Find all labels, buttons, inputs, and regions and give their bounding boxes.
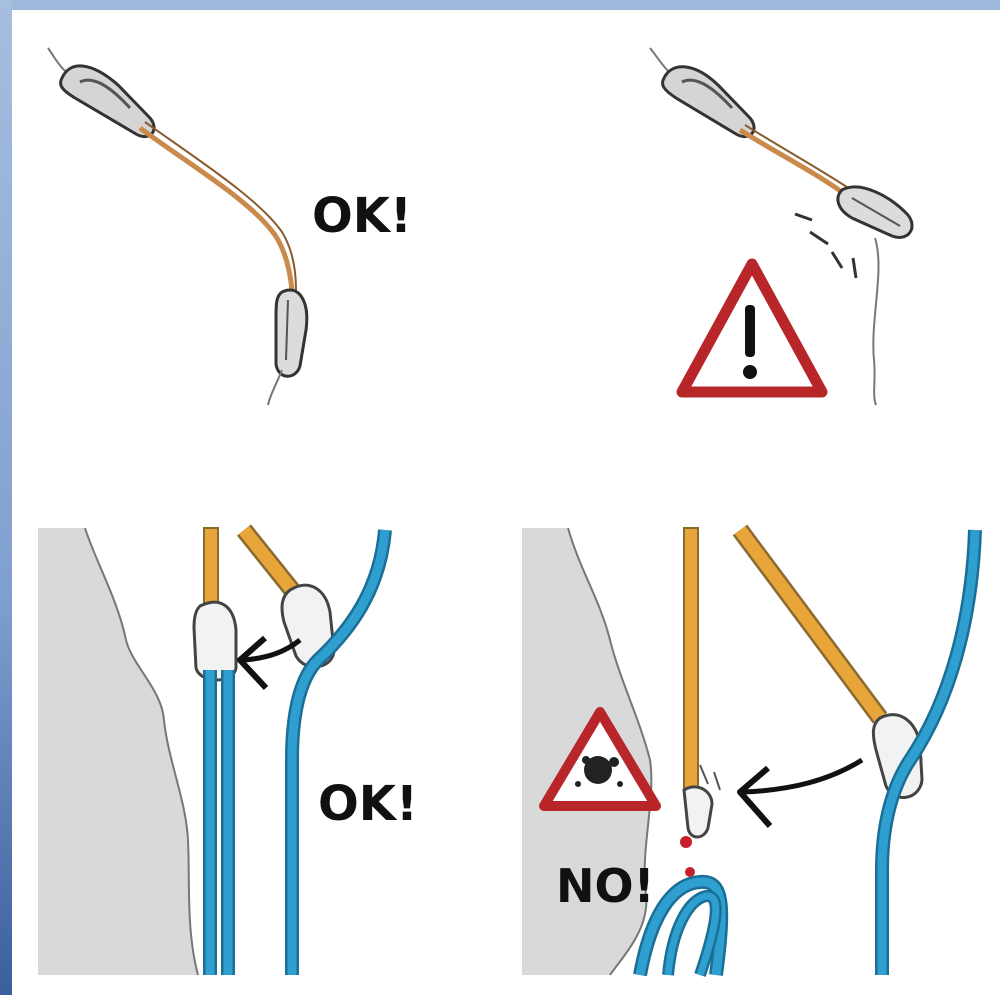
panel-bottom-left: OK! xyxy=(38,528,418,975)
arrow-left-icon xyxy=(740,760,862,826)
warning-triangle-icon xyxy=(682,264,822,392)
failure-point xyxy=(680,836,692,848)
panel-top-right xyxy=(650,48,912,405)
panel-bottom-right: NO! xyxy=(522,528,975,975)
orange-rope-diagonal xyxy=(740,530,880,718)
hanging-strand xyxy=(268,370,282,405)
anchor-carabiner-icon xyxy=(61,66,155,137)
cross-loaded-carabiner-icon xyxy=(838,187,912,238)
no-label: NO! xyxy=(556,859,655,913)
rock-wall xyxy=(38,528,198,975)
sling xyxy=(140,128,292,290)
arrow-left-icon xyxy=(240,638,300,688)
orange-rope-diagonal xyxy=(244,530,292,590)
orange-rope xyxy=(204,528,218,606)
ok-label: OK! xyxy=(312,188,412,244)
orange-rope xyxy=(684,528,698,790)
anchor-carabiner-icon xyxy=(663,67,755,137)
belay-carabiner-icon xyxy=(194,602,236,680)
stress-marks xyxy=(795,214,856,278)
sling xyxy=(740,130,850,198)
lower-carabiner-icon xyxy=(276,290,307,376)
ok-label: OK! xyxy=(318,776,418,832)
blue-rope-double xyxy=(210,670,228,975)
panel-top-left: OK! xyxy=(48,48,412,405)
